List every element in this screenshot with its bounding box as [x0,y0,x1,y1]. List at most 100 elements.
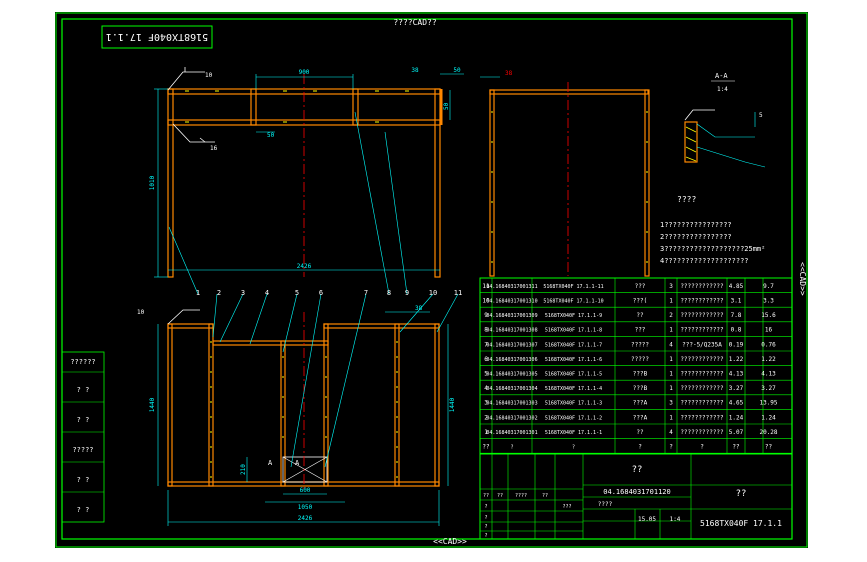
plan-right-top [323,323,440,329]
bom-cell: 2 [484,414,488,421]
plan-welds [210,341,398,478]
balloon-1: 1 [196,289,200,297]
front-post-b [352,88,359,126]
bom-cell: 1 [484,429,488,436]
bom-cell: ????? [631,341,649,348]
bom-cell: 5168TX040F 17.1.1-3 [545,401,602,407]
mirror-title-box [101,25,213,49]
bom-cell: ??? [635,327,646,334]
bom-cell: 5168TX040F 17.1.1-8 [545,328,602,334]
bom-cell: 15.6 [761,312,776,319]
side-top-rail [489,89,649,95]
bom-cell: 04.16840317001304 [486,386,537,392]
left-cells: ?????? ? ? ? ? ????? ? ? ? ? [61,351,105,523]
bom-cell: 04.16840317001308 [486,328,537,334]
bom-header-cell: ?? [765,444,773,451]
bom-cell: ???????????? [680,312,724,319]
bom-cell: ?? [636,429,644,436]
bom-header-cell: ? [572,445,575,451]
section-mark-a: A [268,459,273,467]
bom-cell: 1 [669,327,673,334]
bom-cell: 5168TX040F 17.1.1-11 [543,284,603,290]
title-name: ?? [632,465,643,475]
plan-mid-rail [212,340,329,346]
balloon-5: 5 [295,289,299,297]
bom-cell: 5168TX040F 17.1.1-10 [543,299,603,305]
bom-cell: 3 [669,400,673,407]
bom-cell: 9.7 [763,283,774,290]
section-view: A-A 1:4 5 [684,72,766,168]
bom-cell: 04.16840317001305 [486,372,537,378]
bom-cell: 4.65 [729,400,744,407]
notes-block: ???? 1???????????????? 2????????????????… [660,195,765,265]
top-banner: ????CAD?? [393,18,437,27]
bom-cell: 5168TX040F 17.1.1-5 [545,372,602,378]
balloon-6: 6 [319,289,323,297]
bom-cell: 3.1 [731,298,742,305]
plan-left-top [167,323,214,329]
outer-frame [55,12,808,548]
bom-cell: 04.16840317001309 [486,313,537,319]
bom-cell: 5 [484,371,488,378]
balloon-2: 2 [217,289,221,297]
dim-width-bottom: 2426 [297,263,312,270]
bom-cell: 5168TX040F 17.1.1-1 [545,430,602,436]
bom-cell: ???A [633,414,648,421]
plan-left-leg [167,323,173,487]
plan-box-diag-2 [282,456,328,483]
bom-cell: 1 [669,356,673,363]
plan-dim-overall: 2426 [298,515,313,522]
bom-header-cell: ?? [482,444,490,451]
bom-cell: ???????????? [680,400,724,407]
bom-cell: 4 [669,429,673,436]
bom-cell: ???A [633,400,648,407]
section-hatch [685,126,697,162]
bom-cell: ??? [635,283,646,290]
balloon-7: 7 [364,289,368,297]
bom-cell: 4.13 [761,371,776,378]
bom-cell: 10 [482,298,490,305]
bom-cell: ???????????? [680,283,724,290]
plan-weld-symbol [167,309,200,325]
tb-cell-6: ? [484,524,487,530]
bom-cell: ???B [633,385,648,392]
bom-cell: 5168TX040F 17.1.1-2 [545,415,602,421]
bom-cell: 0.8 [731,327,742,334]
left-cell-6: ? ? [77,506,90,514]
mirror-title: 5168TX040F 17.1.1 [106,31,208,42]
dim-small-b: 50 [443,102,450,110]
front-weld-symbols [167,67,215,143]
bom-cell: 5168TX040F 17.1.1-9 [545,313,602,319]
balloon-3: 3 [241,289,245,297]
right-banner: <<CAD>> [798,262,807,296]
dim-height: 1010 [149,175,156,190]
drawing-code: 5168TX040F 17.1.1 [700,519,782,528]
notes-title: ???? [677,195,696,204]
front-post-a [250,88,257,126]
bom-cell: 0.19 [729,341,744,348]
drawing-number: 04.1684031701120 [603,488,670,496]
bom-cell: 04.16840317001307 [486,342,537,348]
front-left-leg [167,88,174,278]
section-tube [684,121,698,163]
bom-cell: 04.16840317001302 [486,415,537,421]
tb-cell-4: ?? [542,493,548,499]
bottom-banner: <<CAD>> [433,537,467,546]
plan-dim-top-right: 38 [415,305,423,312]
bom-cell: 1.22 [761,356,776,363]
bom-cell: ?? [636,312,644,319]
left-cell-1: ?????? [70,358,95,366]
dim-width-top: 900 [299,69,310,76]
bom-cell: ???????????? [680,414,724,421]
bom-cell: 04.16840317001301 [486,430,537,436]
front-welds [185,90,409,123]
plan-view: 1 2 3 4 5 6 7 8 9 10 11 [137,111,462,526]
drawing-sheet[interactable]: ????CAD?? <<CAD>> <<CAD>> 5168TX040F 17.… [55,12,808,548]
left-cell-3: ? ? [77,416,90,424]
bom-cell: 1 [669,371,673,378]
bom-cell: 6 [484,356,488,363]
plan-dim-height-left: 1440 [149,397,156,412]
bom-cell: ???-5/Q235A [682,341,722,348]
note-4: 4???????????????????? [660,257,749,265]
side-view: 38 [480,70,650,277]
